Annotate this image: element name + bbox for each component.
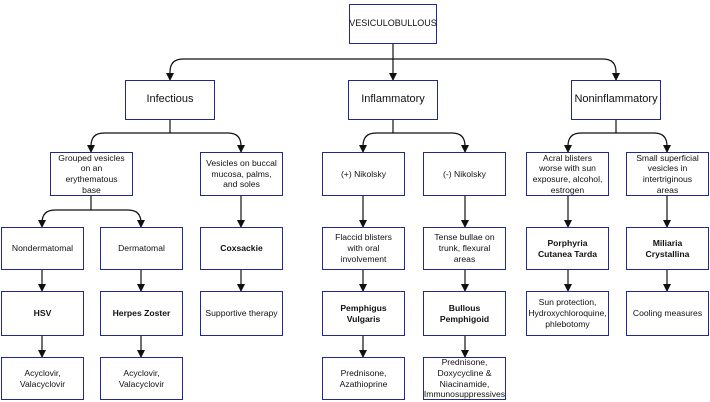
node-porphyria: Porphyria Cutanea Tarda — [526, 227, 609, 270]
node-pemphigus-vulgaris: Pemphigus Vulgaris — [322, 291, 405, 336]
node-hsv: HSV — [1, 291, 84, 336]
node-cooling-measures: Cooling measures — [626, 291, 709, 336]
node-coxsackie: Coxsackie — [200, 227, 283, 270]
node-nikolsky-positive: (+) Nikolsky — [322, 152, 405, 196]
edge-grouped-branch — [41, 209, 142, 224]
node-acyclovir-zoster: Acyclovir, Valacyclovir — [100, 357, 183, 400]
edge-noninflammatory-branch — [567, 132, 668, 147]
node-herpes-zoster: Herpes Zoster — [100, 291, 183, 336]
node-inflammatory: Inflammatory — [348, 80, 438, 120]
node-vesiculobullous: VESICULOBULLOUS — [349, 4, 437, 44]
node-bullous-pemphigoid: Bullous Pemphigoid — [423, 291, 506, 336]
node-nondermatomal: Nondermatomal — [1, 227, 84, 270]
edge-inflammatory-branch — [362, 132, 466, 147]
node-vesicles-buccal: Vesicles on buccal mucosa, palms, and so… — [200, 152, 283, 196]
node-tense-bullae: Tense bullae on trunk, flexural areas — [423, 227, 506, 270]
node-supportive-therapy: Supportive therapy — [200, 291, 283, 336]
node-miliaria: Miliaria Crystallina — [626, 227, 709, 270]
node-grouped-vesicles: Grouped vesicles on an erythematous base — [50, 152, 133, 196]
node-prednisone-azathioprine: Prednisone, Azathioprine — [322, 357, 405, 400]
node-sun-protection: Sun protection, Hydroxychloroquine, phle… — [526, 291, 609, 336]
node-noninflammatory: Noninflammatory — [571, 80, 661, 120]
node-dermatomal: Dermatomal — [100, 227, 183, 270]
edge-infectious-branch — [90, 132, 242, 147]
node-infectious: Infectious — [125, 80, 215, 120]
node-flaccid-blisters: Flaccid blisters with oral involvement — [322, 227, 405, 270]
node-small-superficial: Small superficial vesicles in intertrigi… — [626, 152, 709, 196]
node-acyclovir-hsv: Acyclovir, Valacyclovir — [1, 357, 84, 400]
node-prednisone-doxycycline: Prednisone, Doxycycline & Niacinamide, I… — [423, 357, 506, 400]
node-acral-blisters: Acral blisters worse with sun exposure, … — [526, 152, 609, 196]
node-nikolsky-negative: (-) Nikolsky — [423, 152, 506, 196]
